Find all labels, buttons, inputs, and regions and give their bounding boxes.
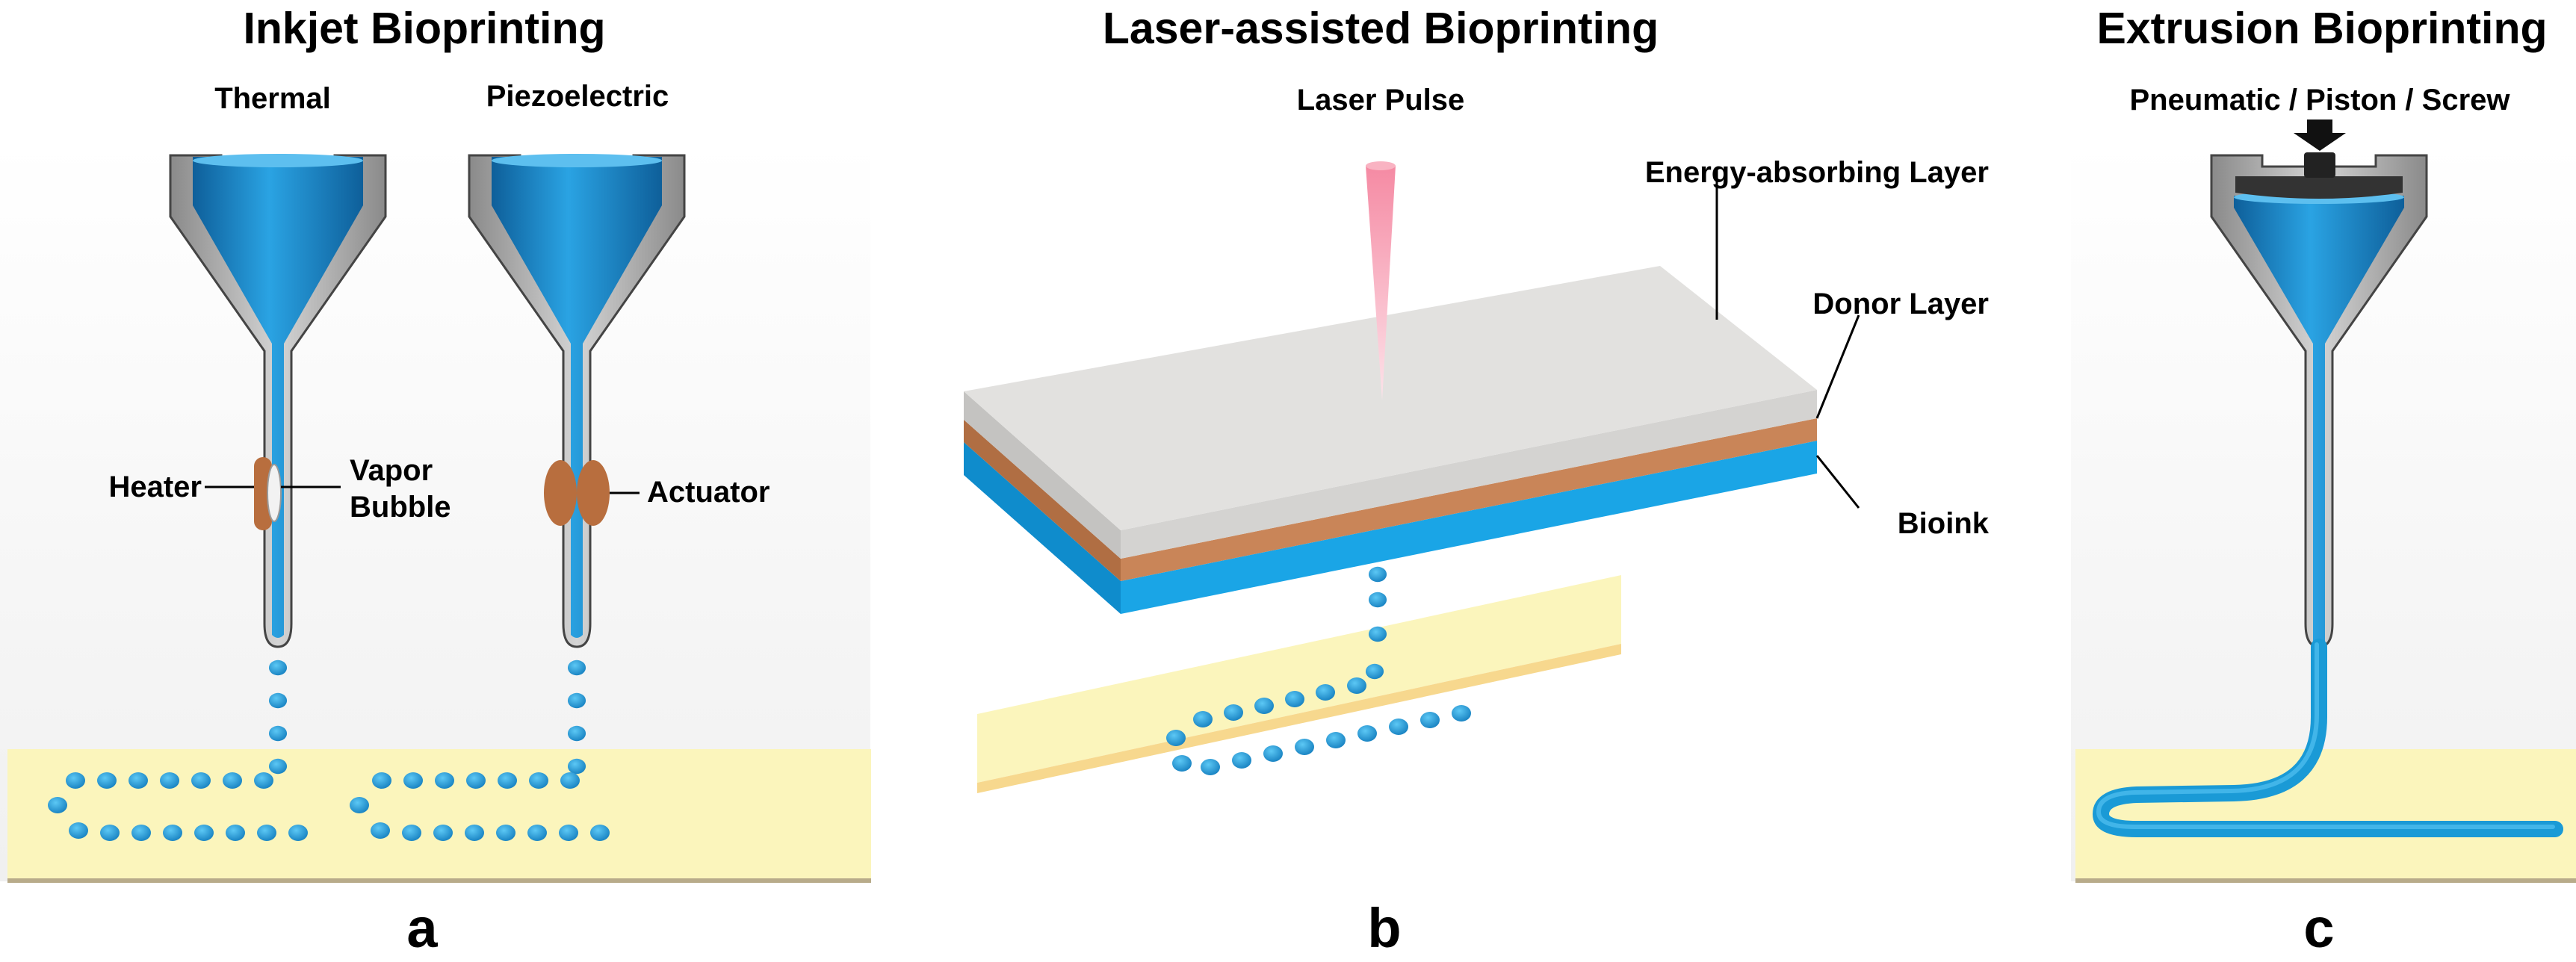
panel-a-substrate [7,749,871,881]
panel-b-substrate [977,575,1621,793]
bubble-label: Bubble [350,491,451,524]
panel-c-title: Extrusion Bioprinting [2096,4,2547,53]
thermal-nozzle [169,154,387,648]
heater-element [254,457,272,530]
laser-pulse-label: Laser Pulse [1297,84,1465,117]
plunger [2235,176,2403,199]
panel-a-title: Inkjet Bioprinting [243,4,605,53]
laser-beam [1366,166,1396,400]
bioink-layer [1121,441,1817,614]
panel-b-laser: Laser-assisted Bioprinting Laser Pulse E… [964,4,1990,959]
piezoelectric-nozzle [468,154,686,648]
donor-layer-label: Donor Layer [1812,288,1989,320]
layered-slab [964,266,1817,614]
thermal-subtitle: Thermal [214,82,331,115]
actuator-right [577,460,610,526]
panel-a-letter: a [406,897,438,959]
energy-layer-label: Energy-absorbing Layer [1645,156,1989,189]
mechanism-label: Pneumatic / Piston / Screw [2129,84,2510,117]
down-arrow-icon [2294,120,2346,151]
actuator-label: Actuator [647,476,770,509]
bioink-label: Bioink [1898,507,1990,540]
donor-layer [1121,418,1817,581]
panel-c-letter: c [2303,897,2334,959]
heater-label: Heater [108,471,202,503]
piezoelectric-subtitle: Piezoelectric [486,80,669,113]
panel-a-inkjet: Inkjet Bioprinting Thermal Piezoelectric… [0,4,871,959]
panel-c-extrusion: Extrusion Bioprinting Pneumatic / Piston… [2071,4,2576,959]
panel-b-letter: b [1367,897,1401,959]
energy-absorbing-layer [964,266,1817,530]
vapor-label: Vapor [350,454,433,487]
vapor-bubble [267,464,282,522]
panel-c-substrate [2075,749,2576,881]
panel-b-title: Laser-assisted Bioprinting [1103,4,1659,53]
actuator-left [544,460,577,526]
